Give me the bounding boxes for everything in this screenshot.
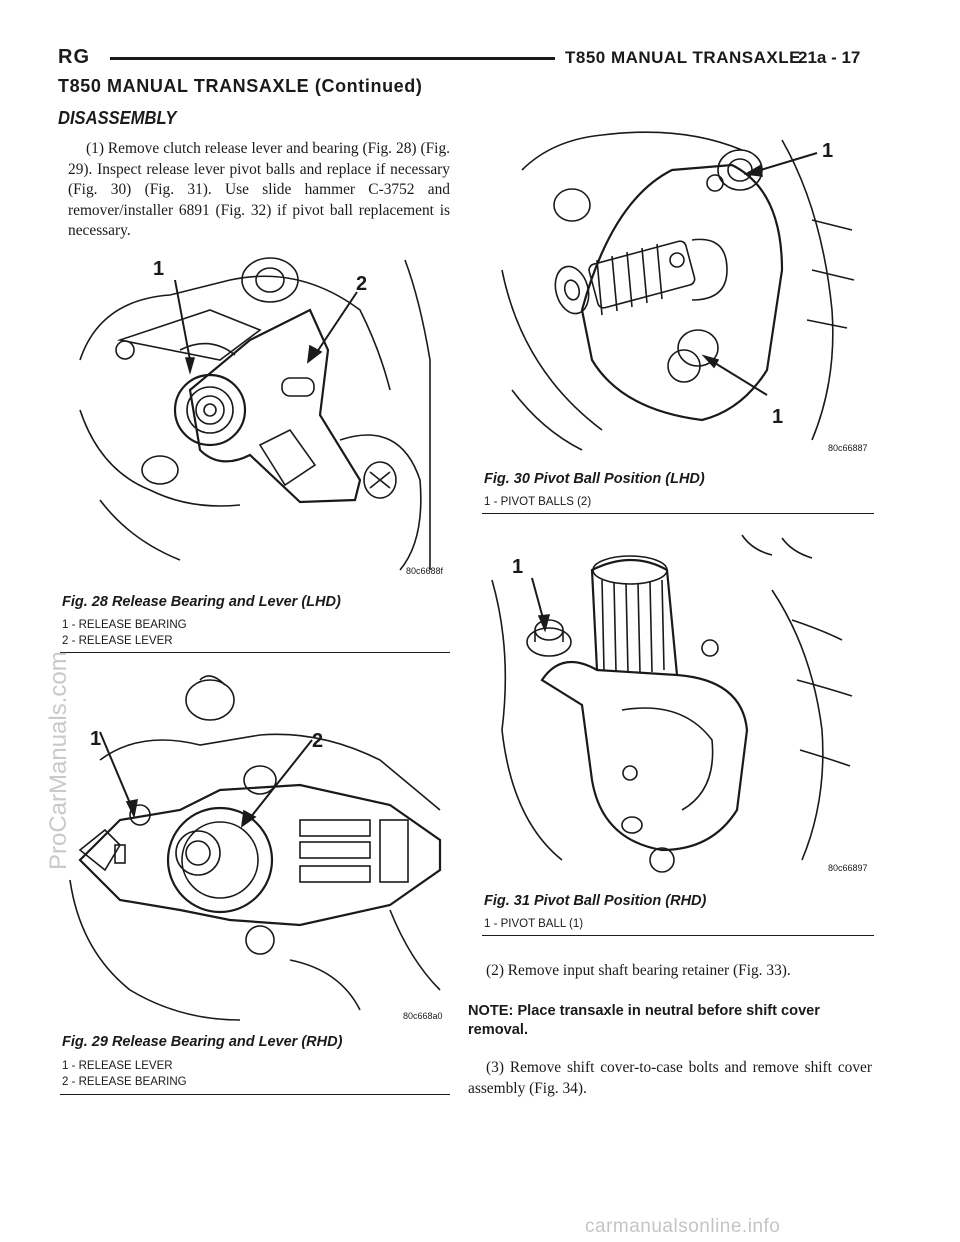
figure-31: 1 80c66897 [482, 530, 874, 880]
figure-30-rule [482, 513, 874, 514]
figure-30-code: 80c66887 [828, 443, 868, 453]
figure-29-code: 80c668a0 [403, 1011, 443, 1021]
paragraph-step-1: (1) Remove clutch release lever and bear… [68, 140, 450, 239]
continued-title: T850 MANUAL TRANSAXLE (Continued) [58, 76, 423, 96]
figure-30-callout-2: 1 [772, 406, 784, 428]
figure-31-legend-item: 1 - PIVOT BALL (1) [484, 918, 584, 930]
figure-29-title: Fig. 29 Release Bearing and Lever (RHD) [62, 1034, 343, 1050]
figure-28-legend-item: 1 - RELEASE BEARING [62, 619, 187, 631]
figure-31-callout-1: 1 [512, 556, 524, 578]
figure-29-legend-item: 1 - RELEASE LEVER [62, 1060, 173, 1072]
figure-31-illustration [491, 534, 853, 873]
figure-30-callout-1: 1 [822, 140, 834, 162]
figure-28-legend: 1 - RELEASE BEARING 2 - RELEASE LEVER [62, 617, 187, 649]
figure-28-title: Fig. 28 Release Bearing and Lever (LHD) [62, 594, 341, 610]
figure-29-rule [60, 1094, 450, 1095]
figure-31-legend: 1 - PIVOT BALL (1) [484, 916, 583, 932]
figure-30-legend: 1 - PIVOT BALLS (2) [484, 494, 591, 510]
figure-28-rule [60, 652, 450, 653]
section-heading: DISASSEMBLY [58, 108, 177, 128]
figure-28-callout-1: 1 [153, 258, 165, 280]
watermark-side: ProCarManuals.com [45, 651, 72, 870]
figure-28-illustration [79, 257, 431, 571]
header-rule [110, 57, 555, 60]
figure-28: 1 2 80c6688f [60, 240, 450, 580]
figure-30-legend-item: 1 - PIVOT BALLS (2) [484, 496, 592, 508]
figure-30-title: Fig. 30 Pivot Ball Position (LHD) [484, 471, 705, 487]
figure-29-callout-1: 1 [90, 728, 102, 750]
figure-31-code: 80c66897 [828, 863, 868, 873]
header-section-code: RG [58, 46, 90, 68]
figure-31-title: Fig. 31 Pivot Ball Position (RHD) [484, 893, 707, 909]
figure-28-code: 80c6688f [406, 566, 444, 576]
figure-30: 1 1 80c66887 [482, 110, 874, 460]
paragraph-step-2: (2) Remove input shaft bearing retainer … [486, 962, 791, 979]
figure-29-legend-item: 2 - RELEASE BEARING [62, 1076, 187, 1088]
figure-29-legend: 1 - RELEASE LEVER 2 - RELEASE BEARING [62, 1058, 187, 1090]
header-title: T850 MANUAL TRANSAXLE [565, 48, 801, 67]
figure-29-callout-2: 2 [312, 730, 324, 752]
paragraph-step-3: (3) Remove shift cover-to-case bolts and… [468, 1059, 872, 1097]
figure-29: 1 2 80c668a0 [60, 670, 450, 1030]
page-number: 21a - 17 [798, 48, 861, 67]
figure-31-rule [482, 935, 874, 936]
figure-28-callout-2: 2 [356, 273, 368, 295]
figure-30-illustration [501, 131, 855, 451]
note-neutral: NOTE: Place transaxle in neutral before … [468, 1003, 820, 1038]
figure-28-legend-item: 2 - RELEASE LEVER [62, 635, 173, 647]
figure-29-illustration [69, 675, 442, 1021]
footer-watermark: carmanualsonline.info [585, 1216, 781, 1237]
